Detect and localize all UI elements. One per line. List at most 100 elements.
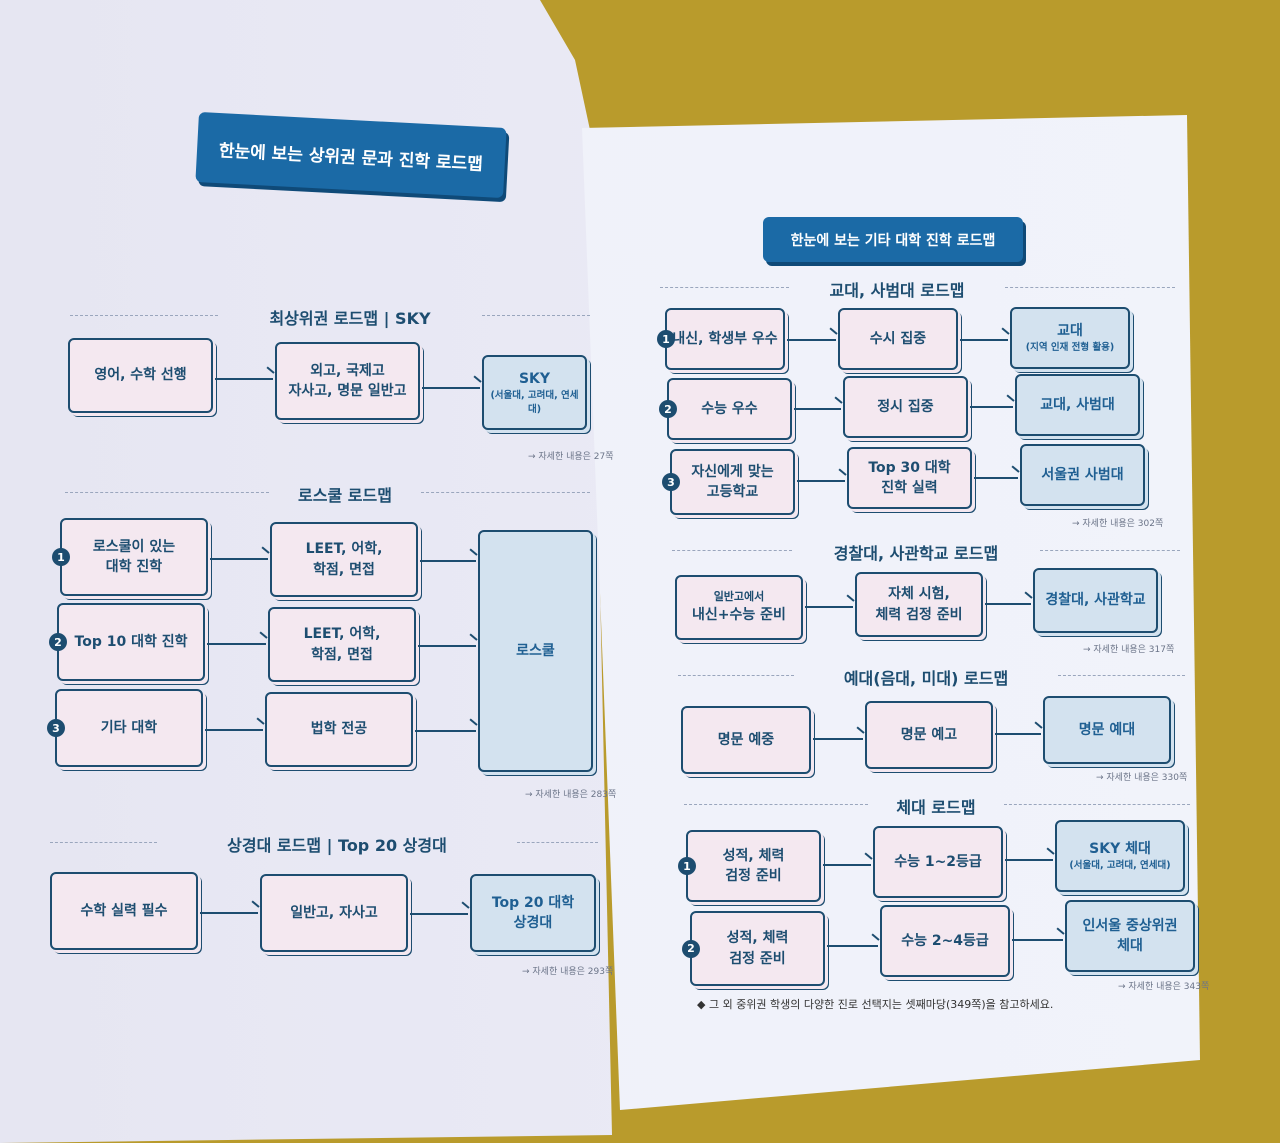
step-box: 수능 2~4등급	[880, 905, 1010, 977]
destination-box: 명문 예대	[1043, 696, 1171, 764]
arrow-connector	[415, 729, 476, 732]
box-text: (서울대, 고려대, 연세대)	[1069, 860, 1171, 872]
box-text: 진학 실력	[881, 480, 938, 496]
destination-box: 교대, 사범대	[1015, 374, 1140, 436]
section-heading: 예대(음대, 미대) 로드맵	[843, 669, 1009, 688]
step-number-badge: 1	[678, 857, 696, 875]
step-number-badge: 1	[52, 548, 70, 566]
step-number-badge: 2	[49, 633, 67, 651]
step-number-badge: 2	[659, 400, 677, 418]
arrow-connector	[985, 602, 1031, 605]
arrow-connector	[797, 480, 845, 482]
step-box: Top 10 대학 진학	[57, 603, 205, 681]
arrow-connector	[970, 406, 1013, 408]
arrow-connector	[995, 732, 1041, 735]
step-box: 일반고, 자사고	[260, 874, 408, 952]
box-text: Top 10 대학 진학	[74, 633, 188, 650]
box-text: 학점, 면접	[313, 561, 375, 578]
section-heading: 경찰대, 사관학교 로드맵	[833, 544, 999, 563]
arrow-connector	[787, 339, 836, 341]
box-text: SKY	[518, 370, 551, 387]
box-text: (서울대, 고려대, 연세대)	[490, 389, 579, 415]
step-box: 수학 실력 필수	[50, 872, 198, 950]
box-text: 일반고, 자사고	[290, 904, 378, 921]
footnote: ◆ 그 외 중위권 학생의 다양한 진로 선택지는 셋째마당(349쪽)을 참고…	[697, 998, 1054, 1011]
step-box: 법학 전공	[265, 692, 413, 767]
box-text: 자사고, 명문 일반고	[288, 383, 407, 399]
step-box: LEET, 어학,학점, 면접	[270, 522, 418, 597]
step-box: 수시 집중	[838, 308, 958, 370]
arrow-connector	[960, 338, 1008, 341]
box-text: 교대, 사범대	[1040, 396, 1115, 413]
step-number-badge: 1	[657, 330, 675, 348]
page-reference: → 자세한 내용은 293쪽	[522, 967, 614, 977]
arrow-connector	[1005, 859, 1053, 861]
box-text: Top 20 대학	[491, 894, 575, 911]
section-heading: 교대, 사범대 로드맵	[829, 281, 965, 300]
box-text: 고등학교	[706, 484, 759, 500]
page-reference: → 자세한 내용은 302쪽	[1072, 519, 1164, 529]
box-text: 인서울 중상위권	[1082, 917, 1178, 934]
box-text: 체대	[1117, 938, 1143, 954]
page-reference: → 자세한 내용은 27쪽	[528, 452, 614, 462]
box-text: 대학 진학	[105, 559, 163, 575]
box-text: SKY 체대	[1089, 840, 1151, 857]
wavy-divider	[660, 287, 789, 288]
arrow-connector	[420, 559, 476, 562]
arrow-connector	[823, 864, 871, 866]
arrow-connector	[794, 408, 841, 410]
right-title-badge: 한눈에 보는 기타 대학 진학 로드맵	[763, 217, 1023, 262]
step-number-badge: 3	[662, 473, 680, 491]
arrow-connector	[210, 558, 268, 561]
wavy-divider	[1040, 550, 1180, 551]
page-reference: → 자세한 내용은 283쪽	[525, 790, 617, 800]
box-text: 내신, 학생부 우수	[672, 330, 778, 347]
box-text: 경찰대, 사관학교	[1045, 592, 1146, 609]
step-box: 명문 예고	[865, 701, 993, 769]
box-text: 외고, 국제고	[310, 362, 385, 379]
wavy-divider	[421, 492, 590, 493]
arrow-connector	[974, 476, 1018, 479]
arrow-connector	[418, 644, 476, 647]
wavy-divider	[1058, 675, 1185, 676]
wavy-divider	[672, 550, 792, 551]
wavy-divider	[482, 315, 590, 316]
box-text: 법학 전공	[310, 721, 368, 738]
wavy-divider	[517, 842, 598, 843]
box-text: LEET, 어학,	[303, 626, 381, 643]
box-text: 명문 예중	[717, 731, 775, 748]
wavy-divider	[65, 492, 269, 493]
step-box: 자체 시험,체력 검정 준비	[855, 572, 983, 637]
wavy-divider	[50, 842, 157, 843]
box-text: 검정 준비	[725, 868, 782, 884]
box-text: 내신+수능 준비	[692, 607, 786, 624]
arrow-connector	[200, 912, 258, 914]
destination-box: 교대(지역 인재 전형 활용)	[1010, 307, 1130, 369]
box-text: 명문 예고	[900, 726, 958, 743]
destination-box: SKY (서울대, 고려대, 연세대)	[482, 355, 587, 430]
box-text: 자체 시험,	[888, 586, 950, 603]
destination-box: 서울권 사범대	[1020, 444, 1145, 506]
box-text: 수능 1~2등급	[894, 853, 982, 870]
box-text: 성적, 체력	[722, 847, 785, 864]
box-text: 수시 집중	[869, 330, 927, 347]
step-box: 영어, 수학 선행	[68, 338, 213, 413]
step-box: 정시 집중	[843, 376, 968, 438]
step-number-badge: 2	[682, 939, 700, 958]
arrow-connector	[827, 944, 878, 947]
section-heading: 체대 로드맵	[896, 798, 976, 817]
arrow-connector	[805, 606, 853, 608]
arrow-connector	[205, 728, 263, 731]
wavy-divider	[70, 315, 218, 316]
box-text: 서울권 사범대	[1041, 466, 1124, 483]
wavy-divider	[1004, 804, 1190, 805]
box-text: 로스쿨이 있는	[92, 538, 176, 555]
